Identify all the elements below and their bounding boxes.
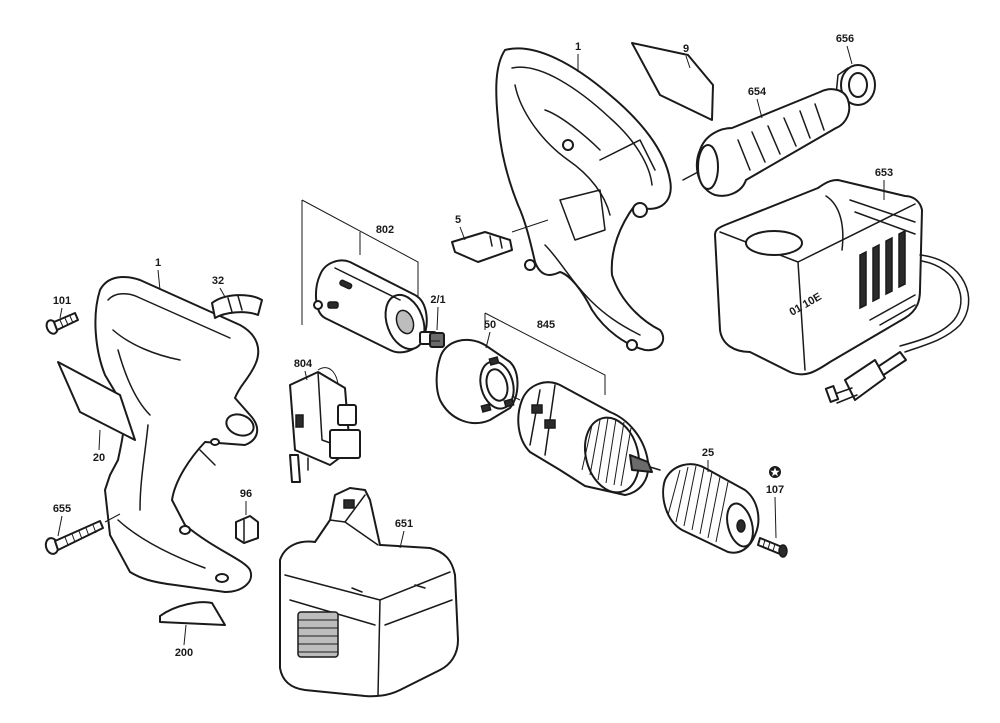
auxiliary-handle [682,88,851,197]
label-200 [159,601,226,626]
part-label-aux-handle: 654 [748,86,767,98]
part-label-ring: 656 [836,33,854,45]
battery [279,487,459,698]
motor-pinion [429,332,445,348]
chuck [662,463,760,554]
switch [289,367,361,483]
chuck-screw [757,537,788,558]
clutch-ring [435,338,519,425]
part-label-housing-right: 1 [575,41,581,53]
clip-96 [235,515,259,544]
part-label-screw-101: 101 [53,295,71,307]
housing-left-half [94,276,260,593]
part-label-housing-left: 1 [155,257,161,269]
part-label-chuck: 25 [702,447,714,459]
part-label-200: 200 [175,647,193,659]
motor [313,259,437,354]
part-label-motor: 802 [376,224,394,236]
part-label-switch-button: 5 [455,214,461,226]
ring [835,64,876,106]
part-label-gear-assembly: 845 [537,319,555,331]
switch-button [451,231,513,263]
part-label-chuck-screw: 107 [766,484,784,496]
part-label-20: 20 [93,452,105,464]
part-label-lever: 32 [212,275,224,287]
part-label-charger: 653 [875,167,893,179]
lever [211,294,263,319]
screw-655 [44,520,104,555]
part-label-pinion: 2/1 [430,294,445,306]
gear-assembly-bracket [484,312,606,395]
part-label-screw-655: 655 [53,503,71,515]
name-plate [631,42,714,121]
part-label-clutch-ring: 50 [484,319,496,331]
label-20 [57,361,136,441]
part-label-name-plate: 9 [683,43,689,55]
part-label-battery: 651 [395,518,413,530]
part-label-clip: 96 [240,488,252,500]
screw-101 [45,312,79,335]
charger: 01 10E [714,179,970,404]
gear-assembly [517,381,661,496]
part-label-switch: 804 [294,358,313,370]
housing-right-half [495,47,672,352]
